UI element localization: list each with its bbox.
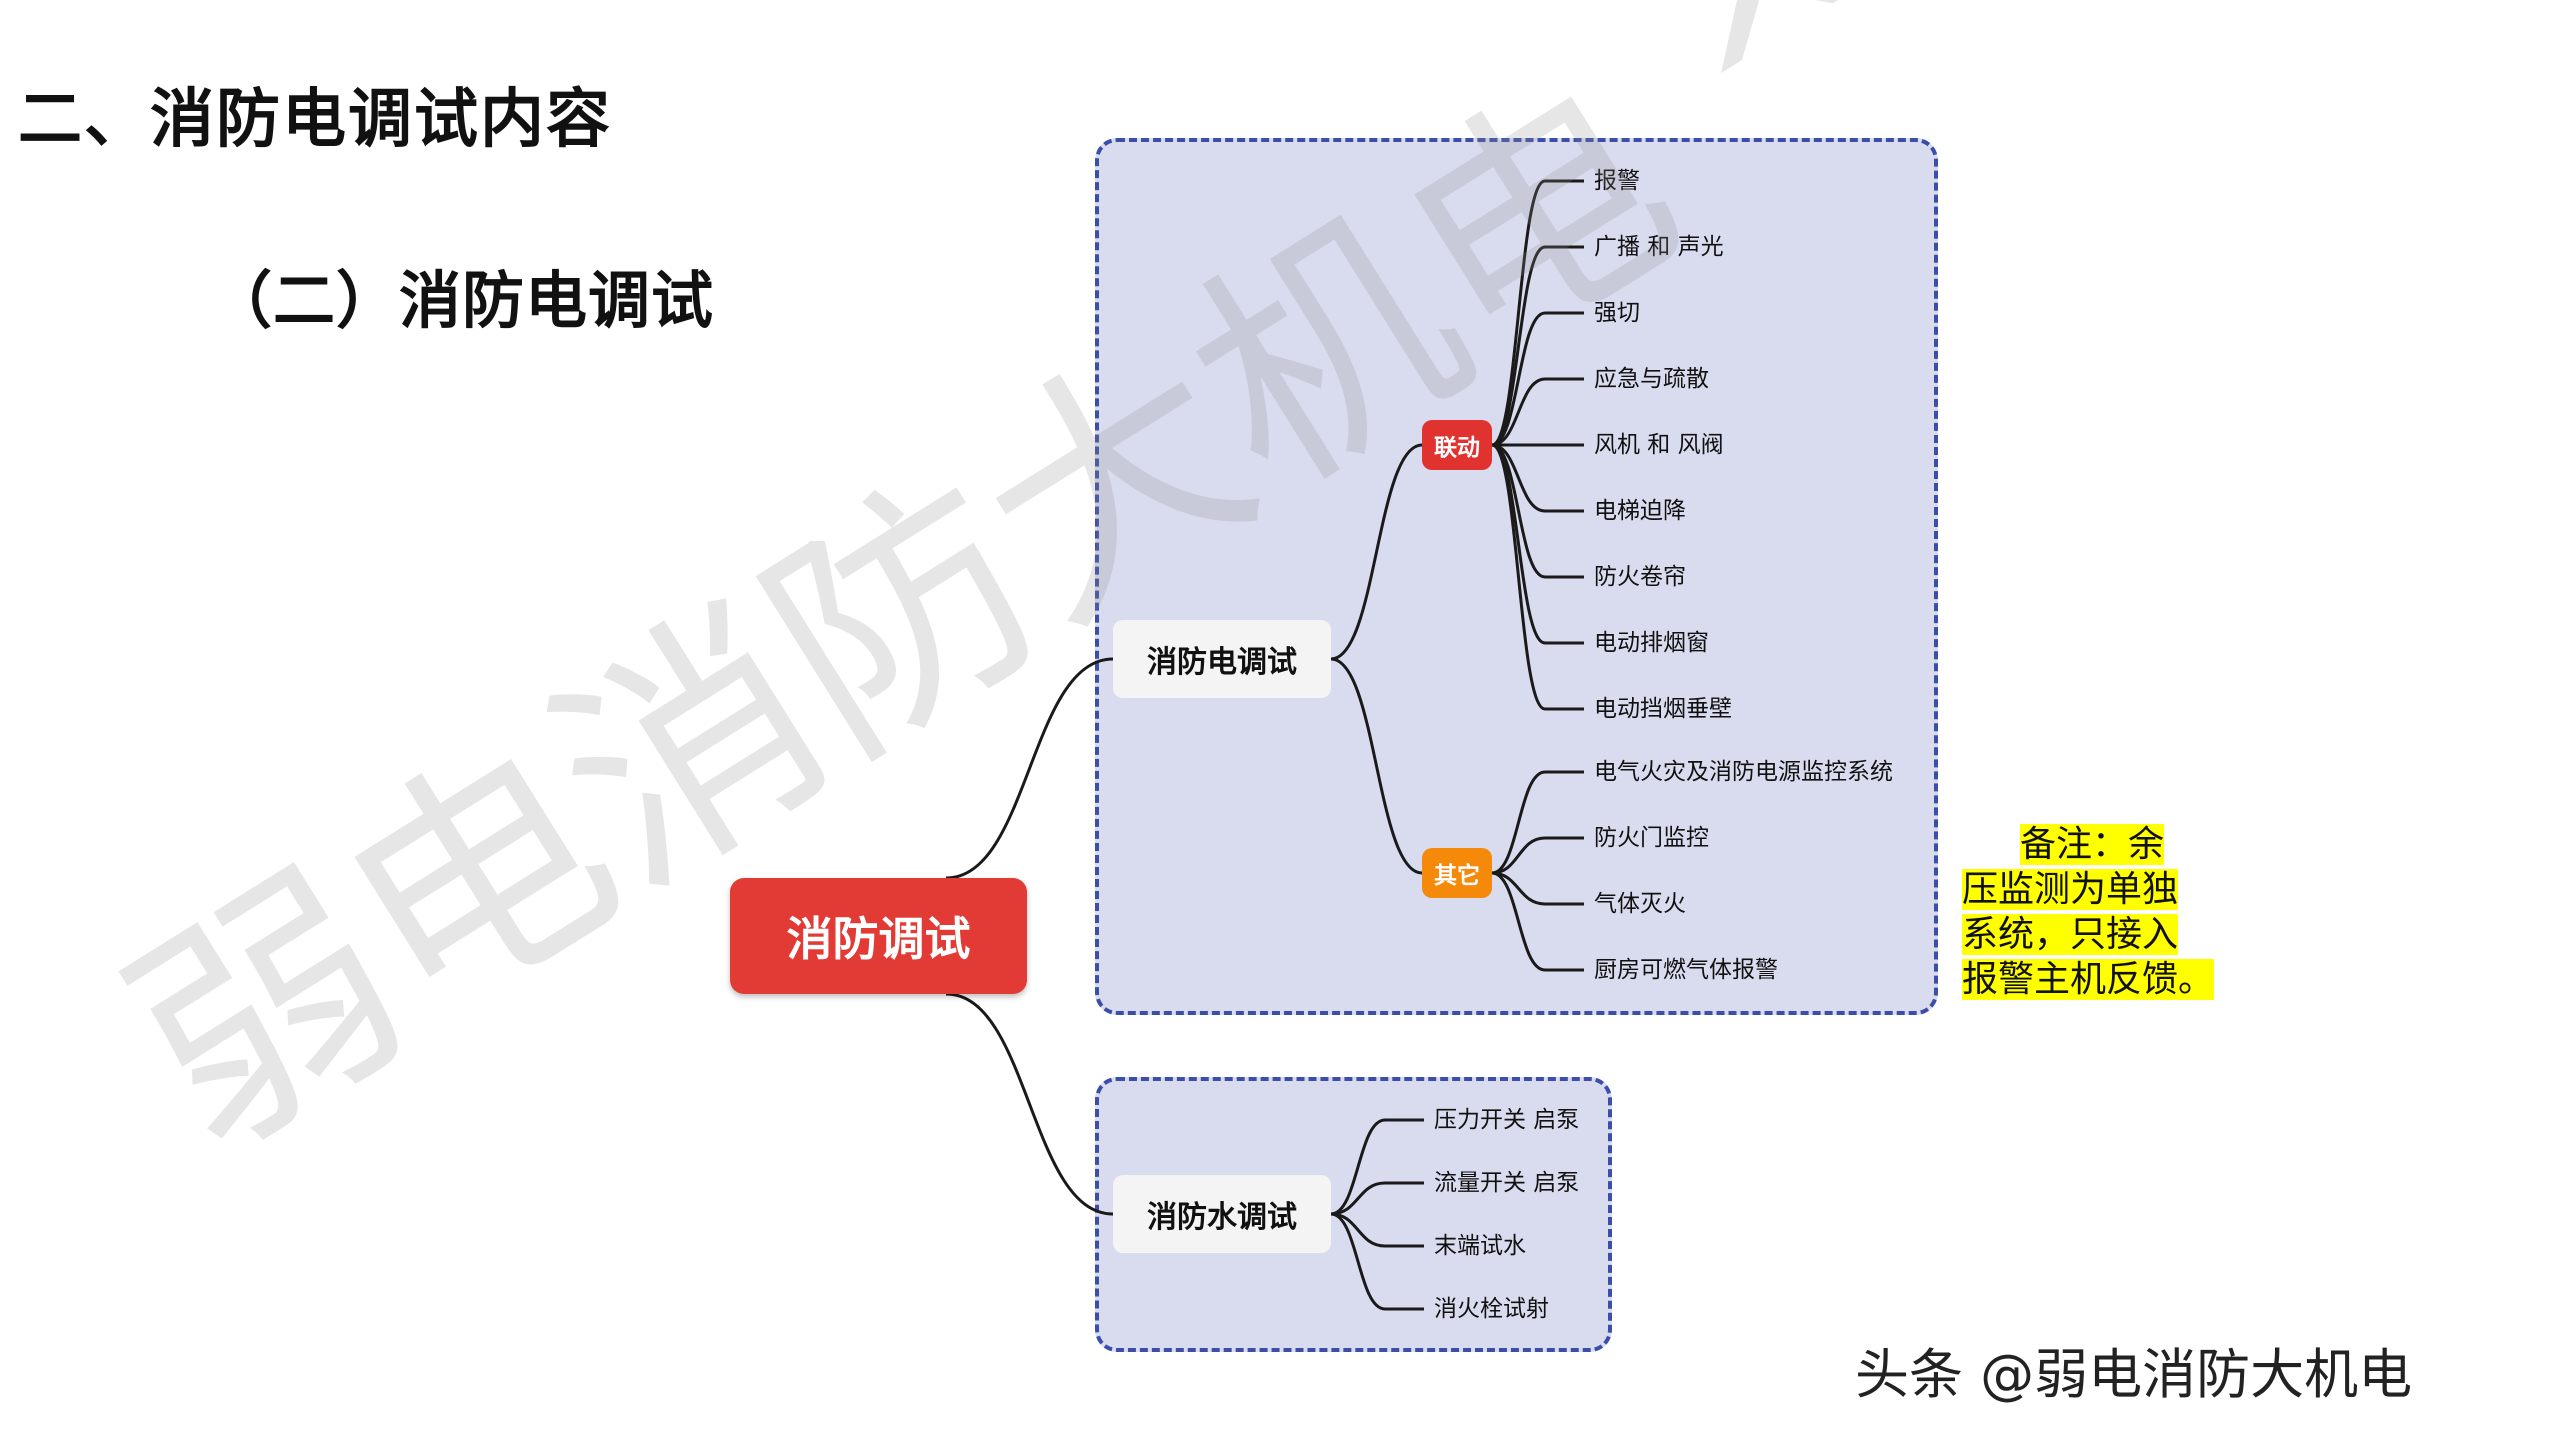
connector-linkage-leaf (1491, 443, 1546, 711)
leaf-item: 电动挡烟垂壁 (1594, 696, 1732, 722)
connector-linkage-leaf (1491, 245, 1546, 447)
root-node: 消防调试 (730, 878, 1027, 994)
section-subtitle: （二）消防电调试 (210, 264, 715, 337)
note-line: 备注：余 (2020, 824, 2165, 865)
leaf-item: 厨房可燃气体报警 (1594, 957, 1778, 983)
leaf-item: 防火门监控 (1594, 825, 1709, 851)
leaf-item: 应急与疏散 (1594, 366, 1709, 392)
connector-linkage-leaf (1491, 179, 1546, 447)
leaf-item: 报警 (1594, 168, 1640, 194)
leaf-item: 消火栓试射 (1434, 1296, 1549, 1322)
connector-other-leaf (1491, 871, 1546, 906)
connector-linkage-leaf (1491, 443, 1546, 579)
connector-electrical-linkage (1330, 443, 1423, 661)
connector-other-leaf (1491, 871, 1546, 972)
connector-other-leaf (1491, 836, 1546, 875)
leaf-item: 压力开关 启泵 (1434, 1107, 1580, 1133)
leaf-item: 气体灭火 (1594, 891, 1686, 917)
leaf-item: 电梯迫降 (1594, 498, 1686, 524)
note-line: 系统，只接入 (1962, 914, 2179, 955)
connector-linkage-leaf (1491, 377, 1546, 447)
leaf-item: 电气火灾及消防电源监控系统 (1594, 759, 1893, 785)
source-credit: 头条 @弱电消防大机电 (1855, 1343, 2413, 1406)
leaf-item: 广播 和 声光 (1594, 234, 1724, 260)
connector-root-water (945, 992, 1114, 1216)
remark-note: 备注：余 压监测为单独 系统，只接入 报警主机反馈。 (1962, 822, 2232, 1002)
leaf-item: 电动排烟窗 (1594, 630, 1709, 656)
leaf-item: 流量开关 启泵 (1434, 1170, 1580, 1196)
branch-node-water: 消防水调试 (1113, 1175, 1331, 1253)
group-node-other: 其它 (1422, 848, 1492, 898)
group-node-linkage: 联动 (1422, 420, 1492, 470)
electrical-group-box (1095, 138, 1938, 1015)
leaf-item: 风机 和 风阀 (1594, 432, 1724, 458)
leaf-item: 防火卷帘 (1594, 564, 1686, 590)
leaf-item: 末端试水 (1434, 1233, 1526, 1259)
connector-other-leaf (1491, 770, 1546, 875)
connector-electrical-other (1330, 657, 1423, 875)
connector-linkage-leaf (1491, 311, 1546, 447)
connector-root-electrical (945, 657, 1114, 880)
page-title: 二、消防电调试内容 (18, 83, 612, 157)
connector-water-leaf (1330, 1181, 1386, 1216)
connector-water-leaf (1330, 1118, 1386, 1216)
leaf-item: 强切 (1594, 300, 1640, 326)
note-line: 压监测为单独 (1962, 869, 2179, 910)
connector-water-leaf (1330, 1212, 1386, 1311)
note-line: 报警主机反馈。 (1962, 959, 2215, 1000)
branch-node-electrical: 消防电调试 (1113, 620, 1331, 698)
